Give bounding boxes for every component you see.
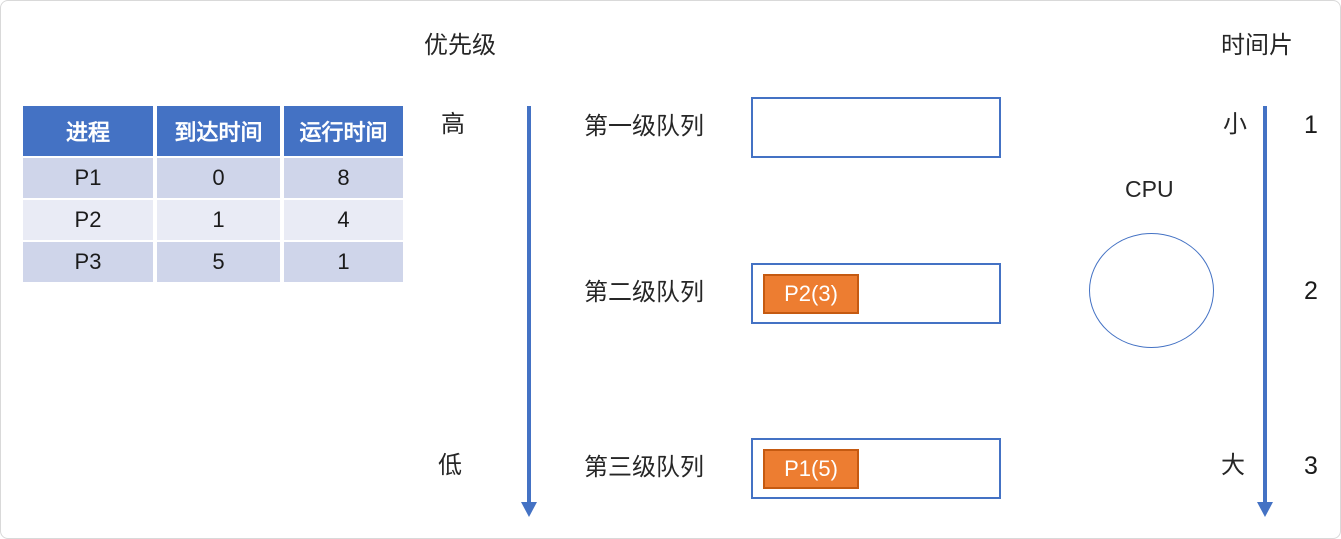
table-cell-p2-arrival: 1 [157,200,280,240]
timeslice-axis-title: 时间片 [1221,32,1293,59]
priority-arrow-line [527,106,531,503]
table-cell-p3-arrival: 5 [157,242,280,282]
timeslice-level-2: 2 [1304,277,1318,305]
timeslice-large-label: 大 [1221,452,1245,479]
priority-axis-title: 优先级 [424,32,496,59]
table-cell-p2-runtime: 4 [284,200,403,240]
cpu-circle [1089,233,1214,348]
timeslice-level-3: 3 [1304,452,1318,480]
table-cell-p3-runtime: 1 [284,242,403,282]
process-table: 进程 到达时间 运行时间 P1 0 8 P2 1 4 P3 5 1 [23,106,403,282]
timeslice-arrow-line [1263,106,1267,503]
table-cell-p1-name: P1 [23,158,153,198]
cpu-label: CPU [1125,176,1174,202]
table-cell-p3-name: P3 [23,242,153,282]
timeslice-level-1: 1 [1304,111,1318,139]
priority-high-label: 高 [441,111,465,138]
queue3-process-block: P1(5) [763,448,859,489]
timeslice-arrow-head-icon [1257,502,1273,517]
queue2-process-block: P2(3) [763,273,859,314]
table-cell-p1-runtime: 8 [284,158,403,198]
table-cell-p1-arrival: 0 [157,158,280,198]
priority-low-label: 低 [438,452,462,479]
queue3-box: P1(5) [751,438,1001,499]
queue1-label: 第一级队列 [584,113,704,140]
queue3-label: 第三级队列 [584,454,704,481]
queue2-label: 第二级队列 [584,279,704,306]
priority-arrow-head-icon [521,502,537,517]
queue2-box: P2(3) [751,263,1001,324]
table-header-process: 进程 [23,106,153,156]
table-header-arrival-time: 到达时间 [157,106,280,156]
table-cell-p2-name: P2 [23,200,153,240]
table-header-run-time: 运行时间 [284,106,403,156]
timeslice-small-label: 小 [1223,111,1247,138]
queue1-box [751,97,1001,158]
